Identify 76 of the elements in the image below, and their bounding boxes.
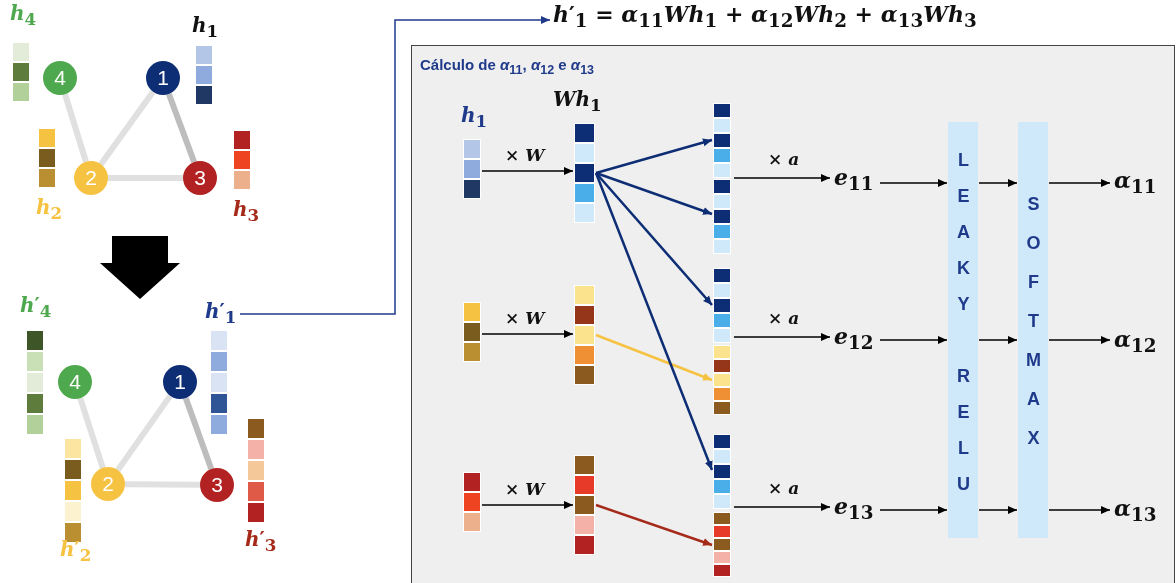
feature-vector — [713, 268, 731, 343]
vector-label: h′$_{4}$ — [20, 294, 52, 321]
arrow — [1048, 179, 1111, 187]
score-label: e$_{12}$ — [834, 324, 874, 354]
feature-vector — [713, 345, 731, 415]
arrow — [481, 330, 574, 338]
numbered-node-circle: 2 — [91, 467, 125, 501]
vector-label: h$_{2}$ — [36, 196, 63, 223]
numbered-node-circle: 1 — [163, 365, 197, 399]
score-label: e$_{13}$ — [834, 494, 874, 524]
graph-edge — [108, 175, 183, 181]
feature-vector — [26, 330, 44, 435]
arrow — [733, 333, 831, 341]
feature-vector — [195, 45, 213, 105]
vector-label: h′$_{3}$ — [245, 528, 277, 555]
feature-vector — [713, 434, 731, 509]
arrow — [1048, 506, 1111, 514]
activation-band: SOFTMAX — [1018, 122, 1048, 538]
formula: h′$_{1}$ = α$_{11}$Wh$_{1}$ + α$_{12}$Wh$_{2}$ + α$_{13}$Wh$_{3}$ — [553, 2, 977, 32]
arrow — [595, 171, 713, 216]
feature-vector — [233, 130, 251, 190]
feature-vector — [713, 103, 731, 178]
arrow — [239, 16, 551, 315]
graph-edge — [182, 397, 215, 470]
score-label: e$_{11}$ — [834, 165, 874, 195]
feature-vector — [713, 512, 731, 577]
arrow — [595, 138, 713, 175]
vector-label: h$_{1}$ — [461, 104, 488, 131]
arrow — [481, 167, 574, 175]
feature-vector — [12, 42, 30, 102]
arrow — [733, 503, 831, 511]
coefficient-label: α$_{13}$ — [1114, 496, 1157, 526]
graph-edge — [77, 397, 106, 469]
arrow — [595, 503, 713, 547]
graph-edge — [115, 394, 173, 472]
calculation-panel — [411, 45, 1175, 583]
arrow — [879, 506, 948, 514]
graph-edge — [166, 92, 197, 164]
vector-label: h$_{4}$ — [10, 2, 37, 29]
coefficient-label: α$_{11}$ — [1114, 168, 1157, 198]
numbered-node-circle: 4 — [58, 365, 92, 399]
arrow — [978, 336, 1018, 344]
arrow — [481, 501, 574, 509]
vector-label: h$_{3}$ — [233, 198, 260, 225]
arrow — [879, 179, 948, 187]
arrow — [879, 336, 948, 344]
vector-label: h′$_{2}$ — [60, 538, 92, 565]
activation-band: LEAKY RELU — [948, 122, 978, 538]
feature-vector — [574, 285, 595, 385]
numbered-node-circle: 3 — [183, 161, 217, 195]
arrow — [1048, 336, 1111, 344]
arrow — [978, 506, 1018, 514]
numbered-node-circle: 1 — [146, 61, 180, 95]
vector-label: h′$_{1}$ — [205, 300, 237, 327]
arrow — [594, 172, 714, 471]
feature-vector — [463, 302, 481, 362]
feature-vector — [247, 418, 265, 523]
graph-edge — [98, 90, 156, 166]
feature-vector — [713, 179, 731, 254]
arrow — [978, 179, 1018, 187]
coefficient-label: α$_{12}$ — [1114, 327, 1157, 357]
vector-label: h$_{1}$ — [192, 14, 219, 41]
arrow — [595, 333, 713, 382]
numbered-node-circle: 3 — [200, 468, 234, 502]
panel-title: Cálculo de α$_{11}$, α$_{12}$ e α$_{13}$ — [420, 56, 595, 77]
numbered-node-circle: 2 — [74, 161, 108, 195]
arrow — [733, 174, 831, 182]
feature-vector — [38, 128, 56, 188]
feature-vector — [463, 472, 481, 532]
graph-edge — [62, 93, 89, 163]
feature-vector — [574, 455, 595, 555]
graph-edge — [124, 481, 201, 488]
vector-label: Wh$_{1}$ — [553, 88, 602, 115]
feature-vector — [210, 330, 228, 435]
numbered-node-circle: 4 — [43, 61, 77, 95]
arrow — [595, 172, 713, 306]
